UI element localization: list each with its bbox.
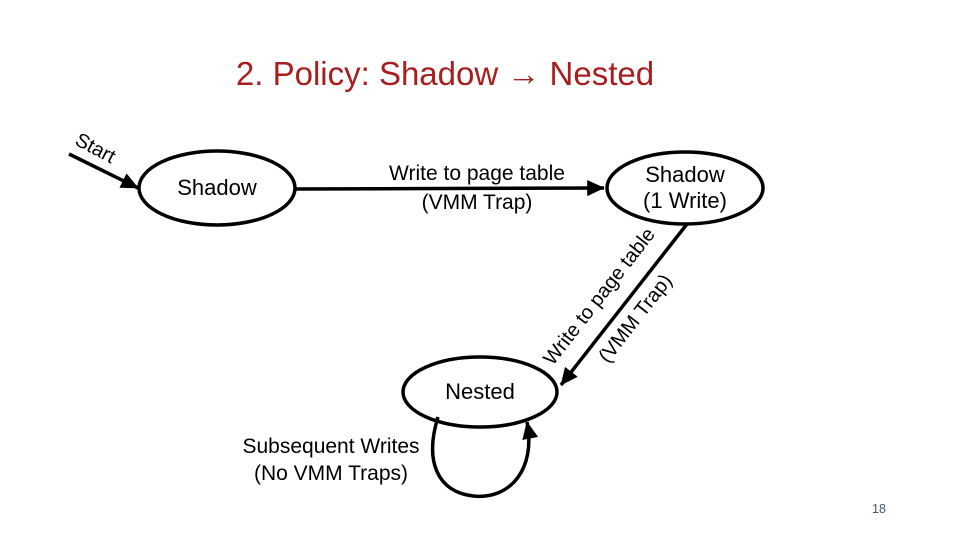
state-shadow-1-write-label-line2: (1 Write) xyxy=(643,188,727,213)
state-shadow-label: Shadow xyxy=(177,175,257,200)
nested-self-loop-label-line1: Subsequent Writes xyxy=(242,435,420,458)
state-nested-label: Nested xyxy=(445,379,515,404)
transition-shadow-to-shadow-1-write-label-line2: (VMM Trap) xyxy=(421,190,533,214)
start-arrow xyxy=(68,152,139,190)
page-number: 18 xyxy=(872,502,886,516)
nested-self-loop-arrow xyxy=(430,416,539,499)
state-shadow-1-write-label: Shadow (1 Write) xyxy=(607,152,763,224)
state-nested-ellipse xyxy=(401,355,559,429)
transition-shadow-to-shadow-1-write-label: Write to page table (VMM Trap) xyxy=(352,160,602,217)
transition-shadow-1-write-to-nested-arrow xyxy=(559,222,689,387)
transition-shadow-to-shadow-1-write-arrow xyxy=(295,180,605,197)
nested-self-loop-label-line2: (No VMM Traps) xyxy=(253,462,408,485)
state-shadow-ellipse xyxy=(137,149,297,227)
slide-title: 2. Policy: Shadow → Nested xyxy=(235,55,655,92)
state-shadow-1-write-label-line1: Shadow xyxy=(645,162,725,187)
nested-self-loop-label: Subsequent Writes (No VMM Traps) xyxy=(220,433,442,487)
transition-shadow-to-shadow-1-write-label-line1: Write to page table xyxy=(389,162,565,185)
